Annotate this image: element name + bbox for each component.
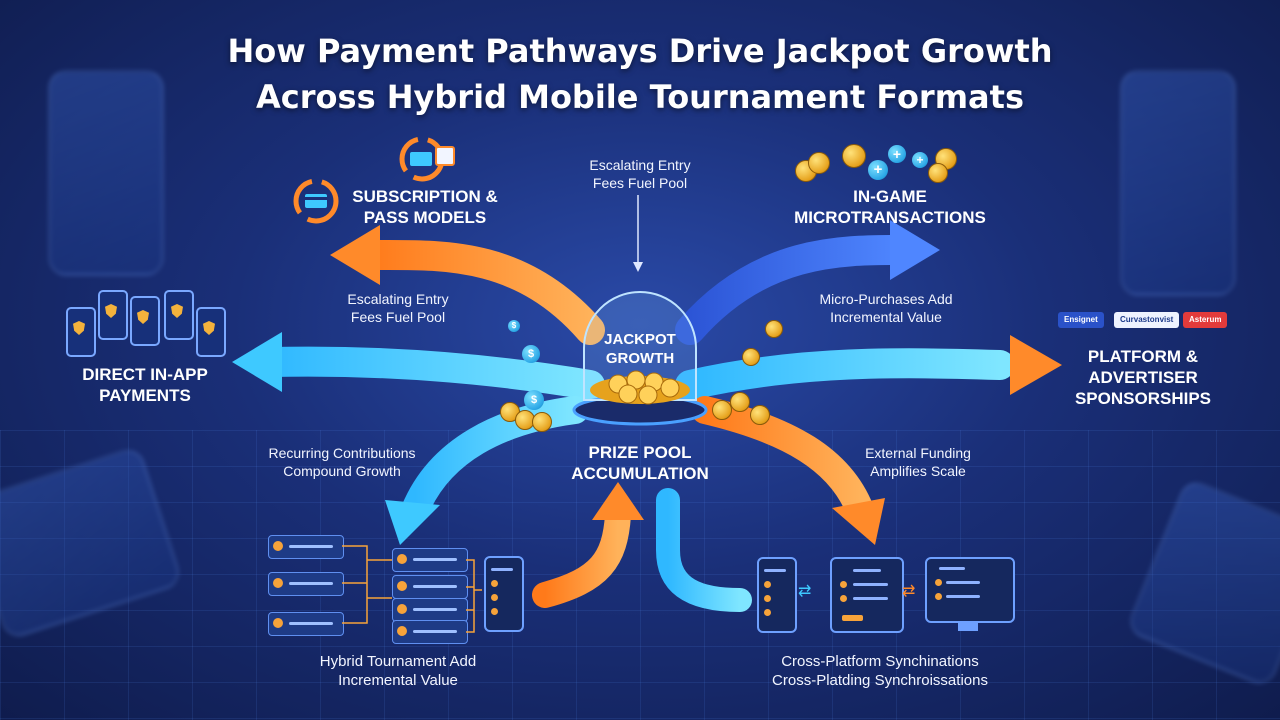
caption-right-lower: External Funding Amplifies Scale (865, 445, 971, 479)
sponsor-logo-1: Ensignet (1058, 312, 1104, 328)
coin-stack-icon (808, 152, 830, 174)
blue-coin-icon: $ (508, 320, 520, 332)
sync-arrow-icon: ⇄ (902, 583, 916, 600)
coin-icon (842, 144, 866, 168)
shield-phone-icon (164, 290, 194, 340)
page-title: How Payment Pathways Drive Jackpot Growt… (0, 28, 1280, 120)
arrow-cross-platform (691, 396, 874, 524)
shield-phone-icon (98, 290, 128, 340)
shield-phone-icon (196, 307, 226, 357)
shield-phone-icon (130, 296, 160, 346)
calendar-cycle-icon (399, 136, 455, 182)
arrow-cross-platform-head (832, 498, 885, 545)
arrow-up-orange-head (592, 482, 644, 520)
plus-icon: + (888, 145, 906, 163)
prize-pool-label: PRIZE POOL ACCUMULATION (571, 443, 709, 483)
coin-icon (928, 163, 948, 183)
node-cross-platform: Cross-Platform Synchinations Cross-Platd… (772, 653, 988, 689)
sponsor-logo-3: Asterum (1183, 312, 1228, 328)
arrow-top-caption-head (633, 262, 643, 272)
sync-arrow-icon: ⇄ (798, 583, 812, 600)
dome-label: JACKPOT GROWTH (604, 331, 676, 367)
node-microtransactions: IN-GAME MICROTRANSACTIONS (794, 187, 986, 227)
arrow-sponsorships (675, 348, 1015, 400)
node-hybrid: Hybrid Tournament Add Incremental Value (319, 653, 477, 689)
arrow-down-cyan (656, 488, 752, 612)
hybrid-phone-device (484, 556, 524, 632)
shield-phone-icon (66, 307, 96, 357)
bracket-card (392, 620, 468, 644)
plus-icon: + (912, 152, 928, 168)
arrow-subscription-head (330, 225, 380, 285)
background-phone-right (1120, 70, 1236, 296)
title-line-2: Across Hybrid Mobile Tournament Formats (256, 78, 1024, 116)
arrow-direct-payments-head (232, 332, 282, 392)
coin-icon (730, 392, 750, 412)
coin-icon (765, 320, 783, 338)
bracket-connectors (342, 545, 482, 633)
subscription-cycle-icon (293, 178, 339, 224)
arrow-direct-payments (255, 346, 605, 400)
plus-icon: + (868, 160, 888, 180)
background-grid (0, 430, 1280, 720)
node-direct-payments: DIRECT IN-APP PAYMENTS (82, 365, 208, 405)
background-phone-left (48, 70, 164, 276)
jackpot-dome (572, 291, 708, 426)
arrow-up-orange (532, 502, 631, 608)
arrow-hybrid-head (385, 500, 440, 545)
arrow-microtransactions (675, 235, 915, 345)
title-line-1: How Payment Pathways Drive Jackpot Growt… (227, 32, 1053, 70)
bracket-card (268, 572, 344, 596)
coin-icon (742, 348, 760, 366)
monitor-stand (958, 621, 978, 631)
blue-coin-icon: $ (522, 345, 540, 363)
bracket-card (392, 548, 468, 572)
caption-left-upper: Escalating Entry Fees Fuel Pool (347, 291, 449, 325)
coin-icon (712, 400, 732, 420)
coin-icon (532, 412, 552, 432)
tablet-device (830, 557, 904, 633)
monitor-device (925, 557, 1015, 623)
caption-right-upper: Micro-Purchases Add Incremental Value (819, 291, 953, 325)
caption-left-lower: Recurring Contributions Compound Growth (268, 445, 416, 479)
node-subscription: SUBSCRIPTION & PASS MODELS (352, 187, 498, 227)
sponsor-logo-2: Curvastonvist (1114, 312, 1180, 328)
bracket-card (268, 535, 344, 559)
phone-device (757, 557, 797, 633)
arrow-sponsorships-head (1010, 335, 1062, 395)
node-sponsorships: PLATFORM & ADVERTISER SPONSORSHIPS (1074, 347, 1212, 408)
coin-icon (750, 405, 770, 425)
top-caption: Escalating Entry Fees Fuel Pool (589, 157, 691, 191)
blue-coin-icon: $ (524, 390, 544, 410)
arrow-subscription (355, 239, 605, 345)
bracket-card (268, 612, 344, 636)
arrow-microtransactions-head (890, 220, 940, 280)
bracket-card (392, 598, 468, 622)
